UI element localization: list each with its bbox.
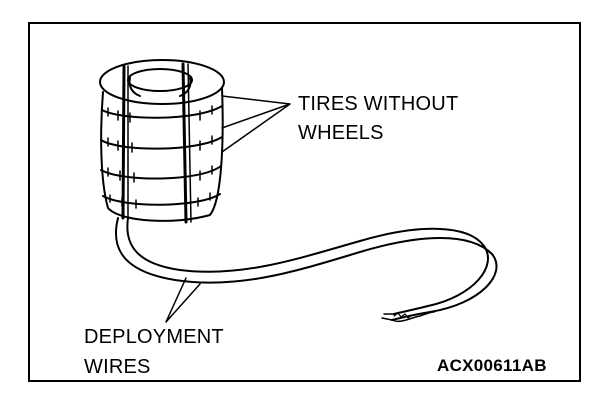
tire-band-3 [100,165,222,180]
strap-left [121,64,126,220]
top-tire-outer [99,59,225,105]
tires-label-line1: TIRES WITHOUT [298,93,459,115]
figure-border [28,22,581,382]
wires-label-line2: WIRES [84,356,151,378]
tires-label-line2: WHEELS [298,122,384,144]
figure-code: ACX00611AB [437,356,547,375]
tires-leader-lines [221,95,291,153]
tire-stack-outline [100,87,224,222]
wire-end [381,311,435,323]
tire-band-2 [100,136,223,150]
wires-label-line1: DEPLOYMENT [84,326,224,348]
wires-leader-lines [165,277,201,323]
tire-band-4 [102,193,221,206]
tire-band-1 [101,105,223,119]
deployment-wire-inner [126,217,489,315]
strap-right [181,62,188,224]
